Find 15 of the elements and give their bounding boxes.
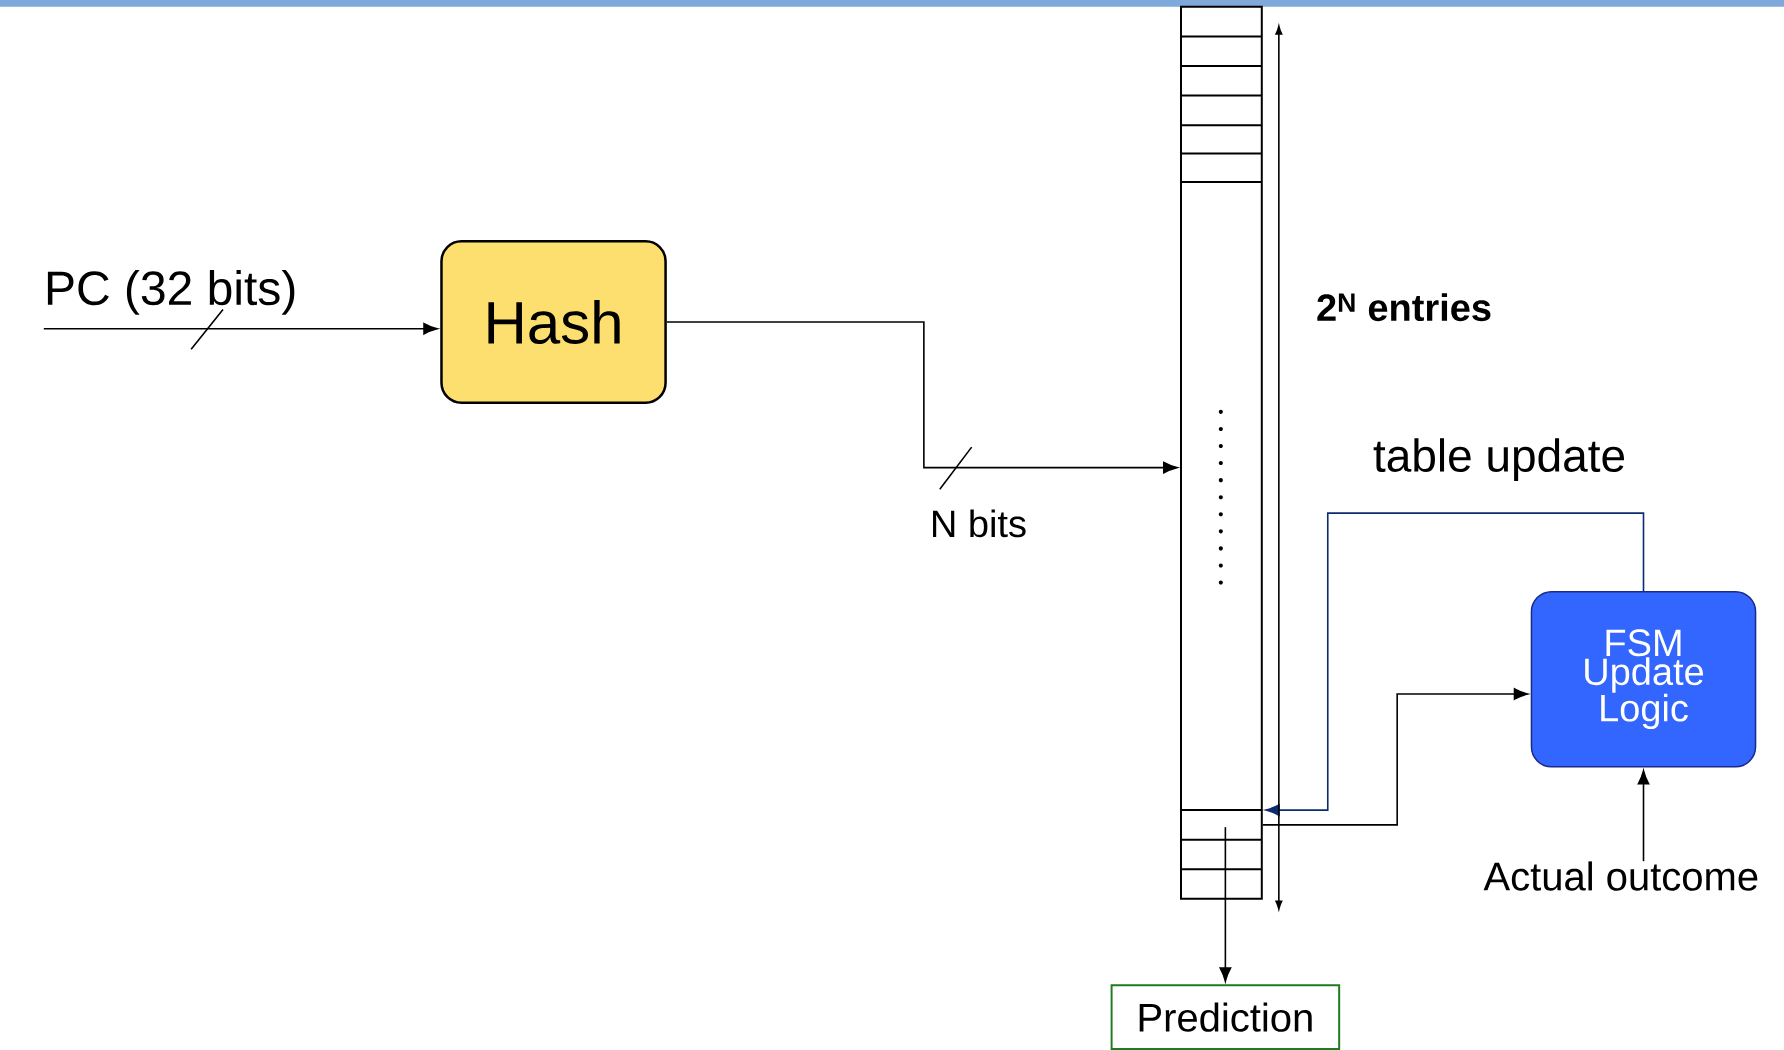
input-label: PC (32 bits) <box>47 270 295 315</box>
arrow <box>666 321 1178 474</box>
output-box: Prediction <box>1110 984 1341 1050</box>
edge-label: table update <box>1370 436 1629 484</box>
logic-box: FSM Update Logic <box>1530 590 1757 768</box>
edge-label: N bits <box>927 507 1030 540</box>
arrow <box>42 322 438 335</box>
arrow <box>1637 769 1650 862</box>
input-label: Actual outcome <box>1483 861 1758 891</box>
hash-box: Hash <box>440 239 667 404</box>
dimension-label: 2$^{N}$ entries <box>1317 293 1491 322</box>
table-column <box>1180 5 1263 900</box>
arrow <box>1262 688 1529 826</box>
arrow <box>1219 826 1232 982</box>
arrow <box>1265 512 1645 816</box>
